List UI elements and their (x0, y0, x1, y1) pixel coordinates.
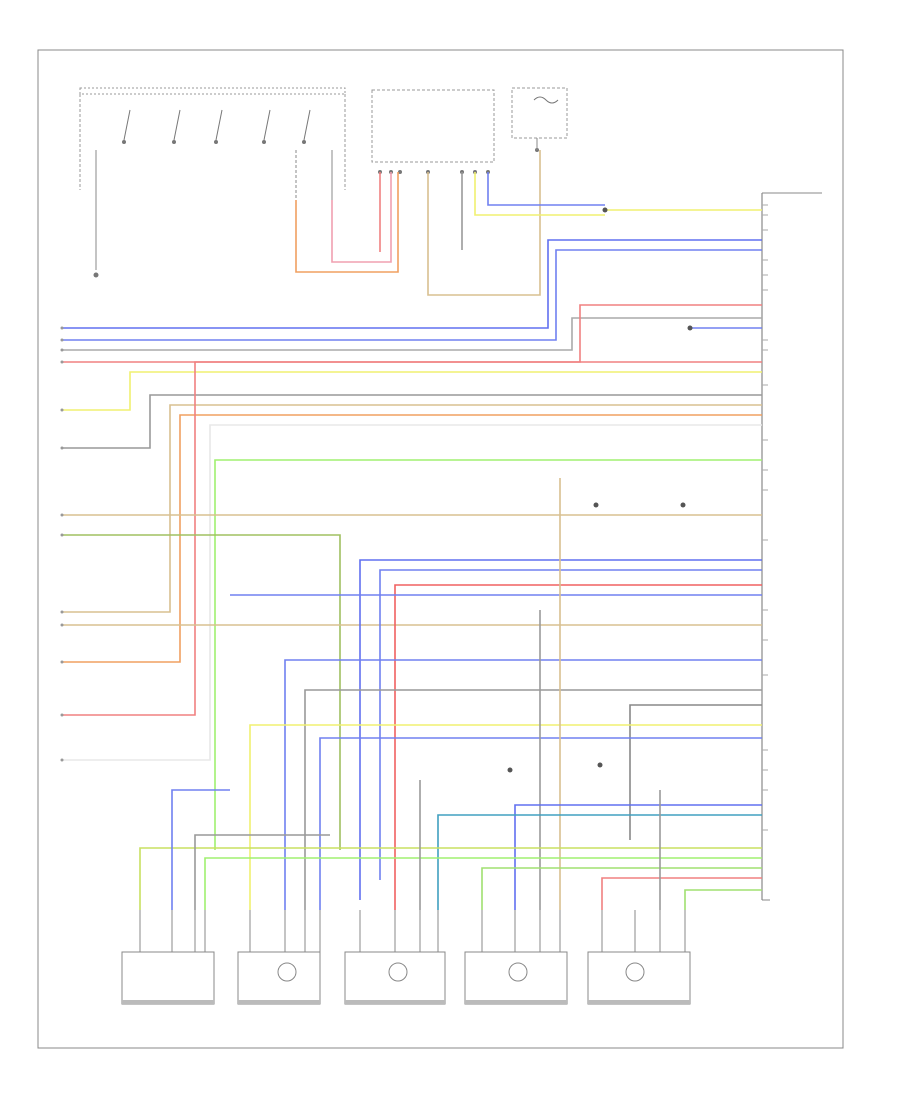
splice-points (507, 207, 693, 773)
seat-front-tilt-motor (587, 951, 691, 1005)
driver-seat-module-connector (761, 192, 822, 901)
seat-fore-aft-motor (237, 951, 321, 1005)
motor-leads (139, 910, 686, 952)
wires (62, 150, 762, 910)
hot-at-all-times-fuse (511, 87, 568, 152)
seat-memory-switch (79, 87, 346, 278)
seat-recline-motor (464, 951, 568, 1005)
left-terminals (60, 326, 64, 762)
seat-height-motor (344, 951, 446, 1005)
memory-seat-position-sensor (121, 951, 215, 1005)
diagram-frame (37, 49, 844, 1049)
driver-seat-control-module (371, 89, 495, 174)
connector-pins (762, 204, 768, 831)
